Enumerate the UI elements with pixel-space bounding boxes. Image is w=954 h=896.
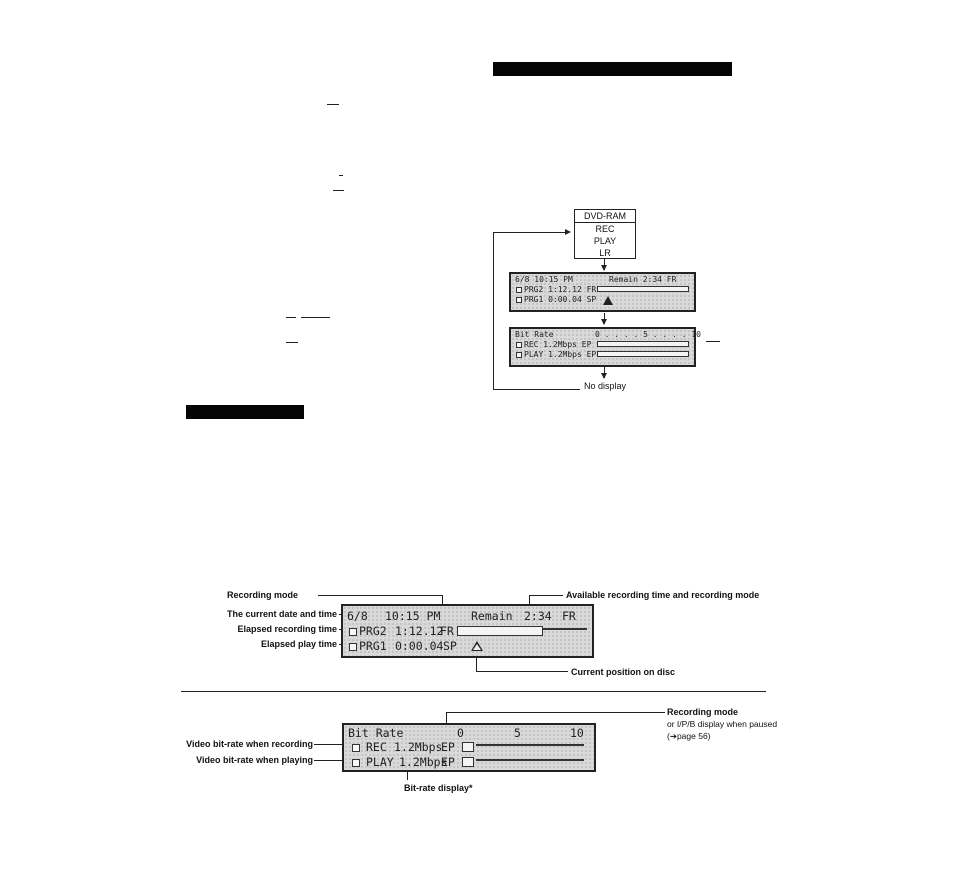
screen-play-time: 0:00.04 [395,639,444,653]
record-indicator-icon [349,628,357,636]
label-current-date: The current date and time [226,609,337,619]
screen-rec-progress-bar [457,626,543,636]
screen2-scale-10: 10 [570,726,584,740]
screen2-play-label: PLAY [366,755,394,769]
position-triangle-icon [603,296,613,305]
flow-screen2-play-bar [597,351,689,357]
position-triangle-icon [471,641,483,651]
screen-time: 10:15 PM [385,609,441,623]
label-recording-mode: Recording mode [227,590,299,600]
flow-screen-bitrate: Bit Rate 0 . . . . 5 . . . . 10 REC 1.2M… [509,327,701,367]
screen2-scale-5: 5 [514,726,521,740]
flow-loop-arrowhead [565,229,571,235]
underline-mark [333,190,344,191]
flow-screen1-rec: PRG2 1:12.12 FR [524,285,597,294]
screen2-play-mode: EP [441,755,455,769]
label-elapsed-rec: Elapsed recording time [237,624,337,634]
leader-position-h [476,671,568,672]
underline-mark [327,104,339,105]
flow-screen1-play: PRG1 0:00.04 SP [524,295,597,304]
leader-available-v [529,595,530,607]
bitrate-screen: Bit Rate 0 5 10 REC 1.2Mbps EP PLAY 1.2M… [342,723,596,772]
screen-rec-mode: FR [440,624,454,638]
underline-mark [286,317,296,318]
section-divider [181,691,766,692]
flow-mode-box: DVD-RAM REC PLAY LR [574,209,636,259]
label-page-ref: (➔page 56) [667,731,711,741]
flow-screen2-title: Bit Rate [515,330,554,339]
play-indicator-icon [349,643,357,651]
play-indicator-icon [352,759,360,767]
flow-mode-item: REC [595,224,615,234]
flow-screen1-rec-bar [597,286,689,292]
screen2-rec-label: REC [366,740,387,754]
flow-screen-status: 6/8 10:15 PM Remain 2:34 FR PRG2 1:12.12… [509,272,696,312]
screen2-rec-rate: 1.2Mbps [394,740,443,754]
screen-play-prog: PRG1 [359,639,387,653]
flow-screen2-rec: REC 1.2Mbps EP [524,340,592,349]
flow-mode-item: LR [599,248,611,258]
underline-mark [301,317,330,318]
flow-no-display: No display [584,381,627,391]
label-ipb-note: or I/P/B display when paused [667,719,778,729]
label-video-rec: Video bit-rate when recording [186,739,313,749]
label-current-position: Current position on disc [571,667,676,677]
underline-mark [286,342,298,343]
status-screen: 6/8 10:15 PM Remain 2:34 FR PRG2 1:12.12… [341,604,594,658]
flow-screen1-remain: Remain 2:34 FR [609,275,677,284]
label-bitrate-display: Bit-rate display* [404,783,473,793]
label-elapsed-play: Elapsed play time [260,639,337,649]
record-indicator-icon [516,342,522,348]
record-indicator-icon [352,744,360,752]
underline-mark [339,175,343,176]
flow-arrow-down [601,313,607,325]
section-heading-bar-top [493,62,732,76]
leader-available-h [529,595,563,596]
leader-bitrate-v [407,765,408,780]
label-available-time: Available recording time and recording m… [566,590,760,600]
screen-remain-mode: FR [562,609,576,623]
screen-play-mode: SP [443,639,457,653]
flow-screen2-rec-bar [597,341,689,347]
screen2-play-line [476,759,584,761]
flow-loop-line-top [493,232,565,233]
play-indicator-icon [516,352,522,358]
record-indicator-icon [516,287,522,293]
screen2-rec-mode: EP [441,740,455,754]
flow-arrow-down [601,367,607,379]
leader-video-play [314,760,348,761]
screen2-title: Bit Rate [348,726,404,740]
flow-loop-line-bottom [493,389,580,390]
screen-rec-prog: PRG2 [359,624,387,638]
flow-screen2-scale: 0 . . . . 5 . . . . 10 [595,330,701,339]
flow-mode-item: PLAY [593,236,617,246]
screen-rec-progress-line [543,628,587,630]
screen2-play-rate: 1.2Mbps [399,755,448,769]
leader-rec-mode-h [446,712,665,713]
flow-arrow-down [601,259,607,271]
underline-mark [706,341,720,342]
flow-screen1-datetime: 6/8 10:15 PM [515,275,573,284]
screen2-scale-0: 0 [457,726,464,740]
screen-remain-label: Remain [471,609,513,623]
play-indicator-icon [516,297,522,303]
flow-screen2-play: PLAY 1.2Mbps EP [524,350,597,359]
flow-mode-item: DVD-RAM [575,210,635,223]
flow-loop-line-left [493,232,494,390]
screen2-rec-line [476,744,584,746]
label-video-play: Video bit-rate when playing [196,755,313,765]
screen2-rec-bar [462,742,474,752]
section-heading-bar-left [186,405,304,419]
leader-recording-mode-h [318,595,442,596]
screen-remain-time: 2:34 [524,609,552,623]
screen-date: 6/8 [347,609,368,623]
leader-position-v [476,654,477,671]
screen-rec-time: 1:12.12 [395,624,444,638]
leader-video-rec [314,744,348,745]
screen2-play-bar [462,757,474,767]
label-recording-mode-2: Recording mode [667,707,739,717]
